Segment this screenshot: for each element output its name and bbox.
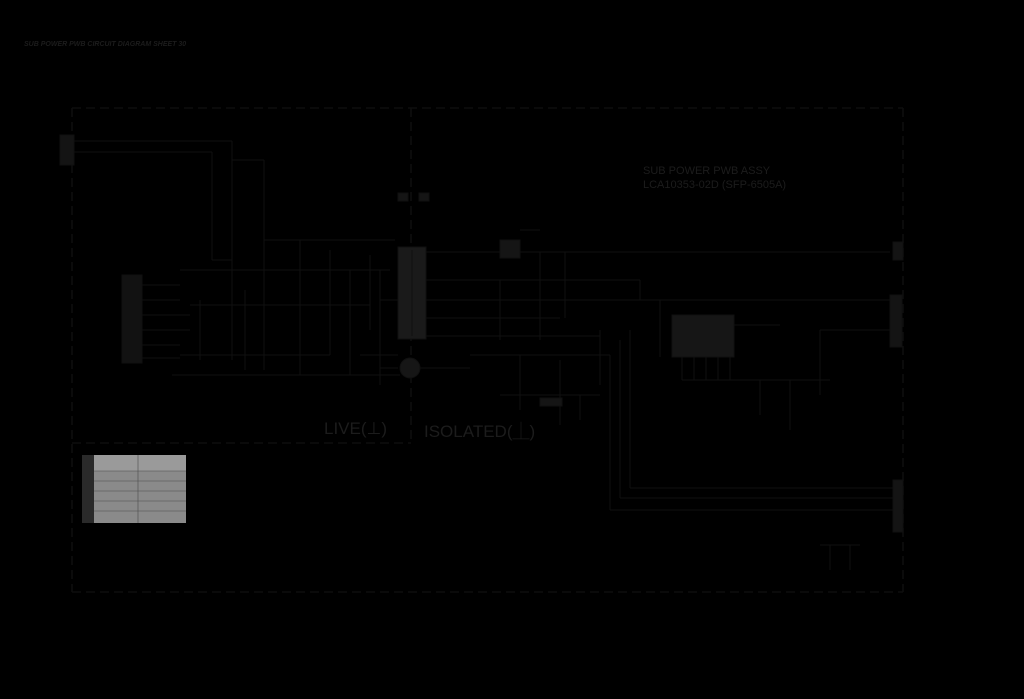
output-connector-2 [889,294,903,348]
assembly-part-number: LCA10353-02D (SFP-6505A) [643,179,786,191]
output-connector-3 [892,479,904,533]
zone-label-live: LIVE(⊥) [324,419,387,438]
output-connector-1 [892,241,904,261]
table-header-shade [94,455,186,471]
secondary-ic [671,314,735,358]
board-outline [71,107,904,593]
sheet-title: SUB POWER PWB CIRCUIT DIAGRAM SHEET 30 [24,41,186,48]
secondary-wiring [426,229,904,570]
assembly-name: SUB POWER PWB ASSY [643,165,771,177]
primary-wiring [59,134,400,385]
cap-y2 [418,192,430,202]
variant-table [82,455,186,523]
transformer [380,246,470,379]
error-amp [539,397,563,407]
regulator [499,239,521,259]
cap-y1 [397,192,409,202]
table-grid [94,455,186,523]
table-left-block [82,455,94,523]
optocoupler [399,357,421,379]
primary-ic [121,274,143,364]
ac-input-connector [59,134,75,166]
safety-capacitors [397,192,430,202]
zone-label-isolated: ISOLATED(⏊) [424,421,535,441]
